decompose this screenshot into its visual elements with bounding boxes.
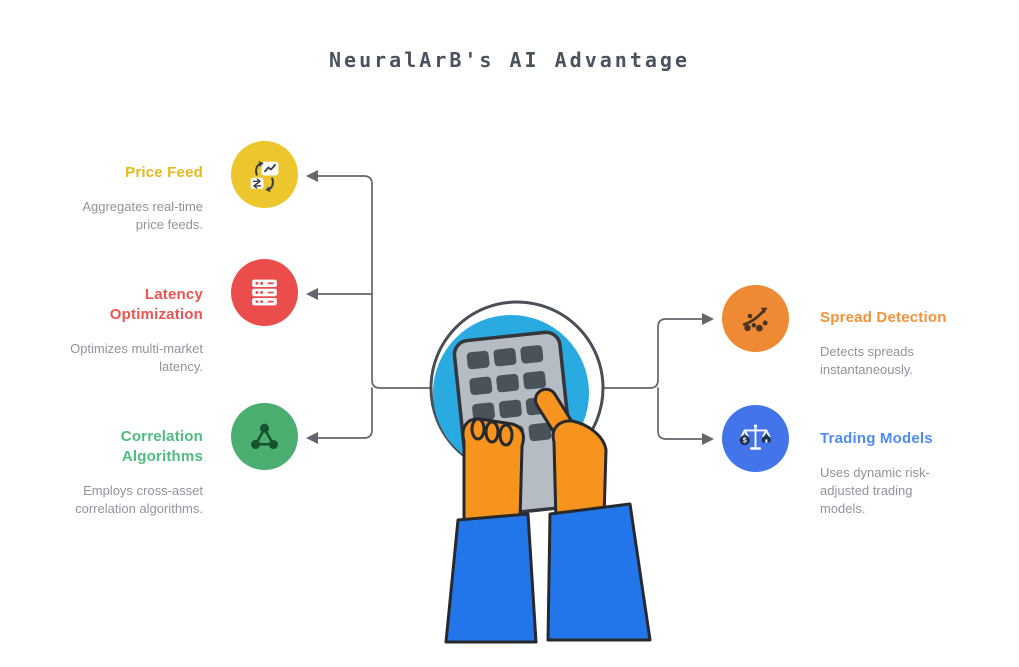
trading-models-icon-circle: $ [722,405,789,472]
feature-heading: Correlation Algorithms [120,428,203,465]
connector-arrowheads [306,170,714,445]
scatter-trend-icon [742,307,768,332]
feature-heading: Latency Optimization [109,286,203,323]
left-hand [461,417,525,526]
network-nodes-icon [251,423,278,450]
feature-description: Detects spreads instantaneously. [820,344,914,377]
feature-heading: Trading Models [820,430,933,447]
correlation-icon-circle [231,403,298,470]
spread-detection-icon-circle [722,285,789,352]
calculator-keys [466,345,552,447]
feature-heading: Spread Detection [820,309,947,326]
balance-scale-icon: $ [739,424,771,450]
exchange-chart-icon [250,161,279,193]
feature-description: Optimizes multi-market latency. [70,341,203,374]
calculator [452,330,578,518]
feature-price-feed: Price Feed Aggregates real-time price fe… [33,163,203,234]
sleeves [444,502,652,644]
feature-description: Uses dynamic risk-adjusted trading model… [820,465,930,516]
price-feed-icon-circle [231,141,298,208]
latency-icon-circle [231,259,298,326]
feature-description: Employs cross-asset correlation algorith… [75,483,203,516]
connector-paths [317,175,703,440]
feature-trading-models: Trading Models Uses dynamic risk-adjuste… [820,429,990,518]
feature-spread-detection: Spread Detection Detects spreads instant… [820,308,990,379]
dollar-glyph: $ [743,436,747,445]
right-hand-pointing [533,387,608,524]
feature-latency-optimization: Latency Optimization Optimizes multi-mar… [33,285,203,376]
server-stack-icon [252,279,277,306]
feature-heading: Price Feed [125,164,203,181]
feature-correlation-algorithms: Correlation Algorithms Employs cross-ass… [33,427,203,518]
blue-circle [433,315,589,471]
feature-description: Aggregates real-time price feeds. [82,199,203,232]
page-title: NeuralArB's AI Advantage [329,48,690,72]
hands-calculator-illustration [429,300,652,644]
outline-circle [429,300,605,476]
pointing-finger [533,387,582,450]
